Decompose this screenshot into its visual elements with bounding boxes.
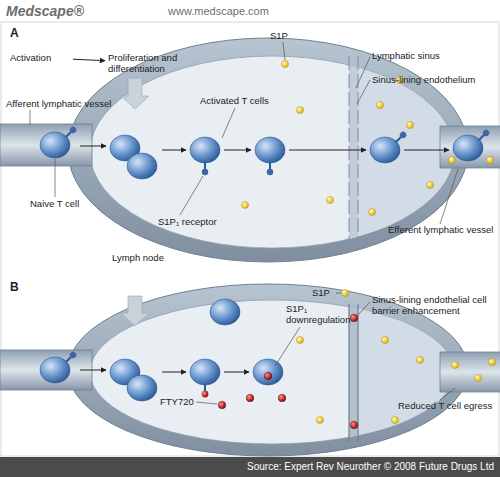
leader-line xyxy=(55,159,56,197)
step-text: Activation xyxy=(10,52,70,63)
s1p1-receptor xyxy=(202,162,208,175)
exiting-t-cell xyxy=(453,135,483,161)
leader-line xyxy=(357,302,370,316)
annotation-label: Lymph node xyxy=(112,252,192,263)
s1p-dot xyxy=(281,60,288,67)
s1p-dot xyxy=(448,156,455,163)
s1p-dot xyxy=(326,196,333,203)
efferent-vessel xyxy=(440,352,500,392)
retained-t-cell xyxy=(210,299,240,325)
s1p1-receptor xyxy=(267,162,273,175)
leader-lines xyxy=(30,42,458,224)
activated-t-cell xyxy=(190,137,220,163)
s1p-dot xyxy=(241,201,248,208)
s1p-dot xyxy=(341,289,348,296)
sinus-endothelium xyxy=(349,52,358,252)
efferent-vessel xyxy=(440,126,500,168)
s1p1-receptor xyxy=(64,350,78,364)
annotation-label: Reduced T cell egress xyxy=(398,400,498,411)
leader-line xyxy=(336,293,341,294)
step-text: Proliferation and differentiation xyxy=(108,52,220,75)
s1p-dot xyxy=(368,208,375,215)
s1p-dot xyxy=(488,358,495,365)
s1p-dot xyxy=(296,336,303,343)
s1p1-receptor xyxy=(64,125,78,139)
annotation-label: Lymphatic sinus xyxy=(372,50,492,61)
annotation-label: www.medscape.com xyxy=(168,5,318,18)
fty720-dot xyxy=(350,314,358,322)
flow-arrow xyxy=(162,372,186,373)
leader-line xyxy=(30,110,31,125)
annotation-label: Sinus-lining endothelial cell barrier en… xyxy=(372,294,494,317)
s1p-dot xyxy=(416,356,423,363)
internalized-receptor xyxy=(264,372,272,380)
step-text-box: Activation xyxy=(10,52,70,63)
s1p1-receptor xyxy=(394,130,408,144)
exiting-t-cell xyxy=(370,137,400,163)
leader-line xyxy=(283,42,285,60)
t-cell xyxy=(127,375,157,401)
annotation-label: S1P xyxy=(312,287,352,298)
activated-t-cell xyxy=(255,137,285,163)
bound-receptor xyxy=(202,384,209,397)
s1p-dot xyxy=(474,374,481,381)
s1p-dot xyxy=(451,361,458,368)
s1p1-receptor xyxy=(477,128,491,142)
activated-t-cell xyxy=(190,359,220,385)
s1p-dot xyxy=(376,101,383,108)
flow-connector xyxy=(73,59,105,60)
s1p-dot xyxy=(406,121,413,128)
step-text-box: Proliferation and differentiation xyxy=(108,52,220,75)
leader-line xyxy=(196,402,217,404)
s1p-dot xyxy=(486,156,493,163)
annotation-label: Efferent lymphatic vessel xyxy=(388,224,500,235)
annotation-label: A xyxy=(10,26,30,40)
leader-line xyxy=(357,80,370,104)
afferent-vessel xyxy=(0,350,92,390)
leader-line xyxy=(222,108,235,138)
annotation-label: S1P xyxy=(270,30,310,41)
leader-line xyxy=(275,327,300,366)
leader-line xyxy=(440,169,458,224)
annotation-label: Naive T cell xyxy=(30,198,110,209)
source-caption: Source: Expert Rev Neurother © 2008 Futu… xyxy=(247,461,494,472)
flow-arrow xyxy=(162,150,186,151)
s1p-dot xyxy=(316,416,323,423)
flow-arrow xyxy=(80,146,106,147)
s1p-dot xyxy=(426,181,433,188)
fty720-dot xyxy=(246,394,254,402)
s1p-dot xyxy=(381,336,388,343)
t-cell xyxy=(127,153,157,179)
afferent-vessel xyxy=(0,124,92,166)
flow-arrow xyxy=(289,150,366,151)
source-bar: Source: Expert Rev Neurother © 2008 Futu… xyxy=(0,457,500,477)
annotation-label: FTY720 xyxy=(160,396,210,407)
endothelium-line xyxy=(357,304,358,442)
flow-arrow xyxy=(224,150,251,151)
annotation-label: Activated T cells xyxy=(200,95,295,106)
activation-arrow xyxy=(121,78,149,109)
annotation-label: B xyxy=(10,280,30,294)
flow-arrow xyxy=(80,370,106,371)
endothelium-line xyxy=(349,56,350,250)
flow-arrow xyxy=(224,372,249,373)
annotation-label: S1P₁ downregulation xyxy=(286,303,368,326)
annotation-label: Medscape® xyxy=(6,3,116,20)
naive-t-cell xyxy=(40,132,70,158)
annotation-label: Sinus-lining endothelium xyxy=(372,74,497,85)
annotation-label: S1P₁ receptor xyxy=(158,216,248,227)
s1p-dot xyxy=(296,106,303,113)
naive-t-cell xyxy=(40,357,70,383)
fty720-dot xyxy=(218,401,226,409)
s1p-dot xyxy=(391,416,398,423)
fty720-dot xyxy=(278,394,286,402)
flow-arrow xyxy=(404,150,449,151)
leader-line xyxy=(180,176,203,215)
annotation-label: Afferent lymphatic vessel xyxy=(6,98,126,109)
activation-arrow xyxy=(121,296,149,326)
fty720-dot xyxy=(350,421,358,429)
activated-t-cell xyxy=(253,359,283,385)
leader-line xyxy=(440,388,455,400)
